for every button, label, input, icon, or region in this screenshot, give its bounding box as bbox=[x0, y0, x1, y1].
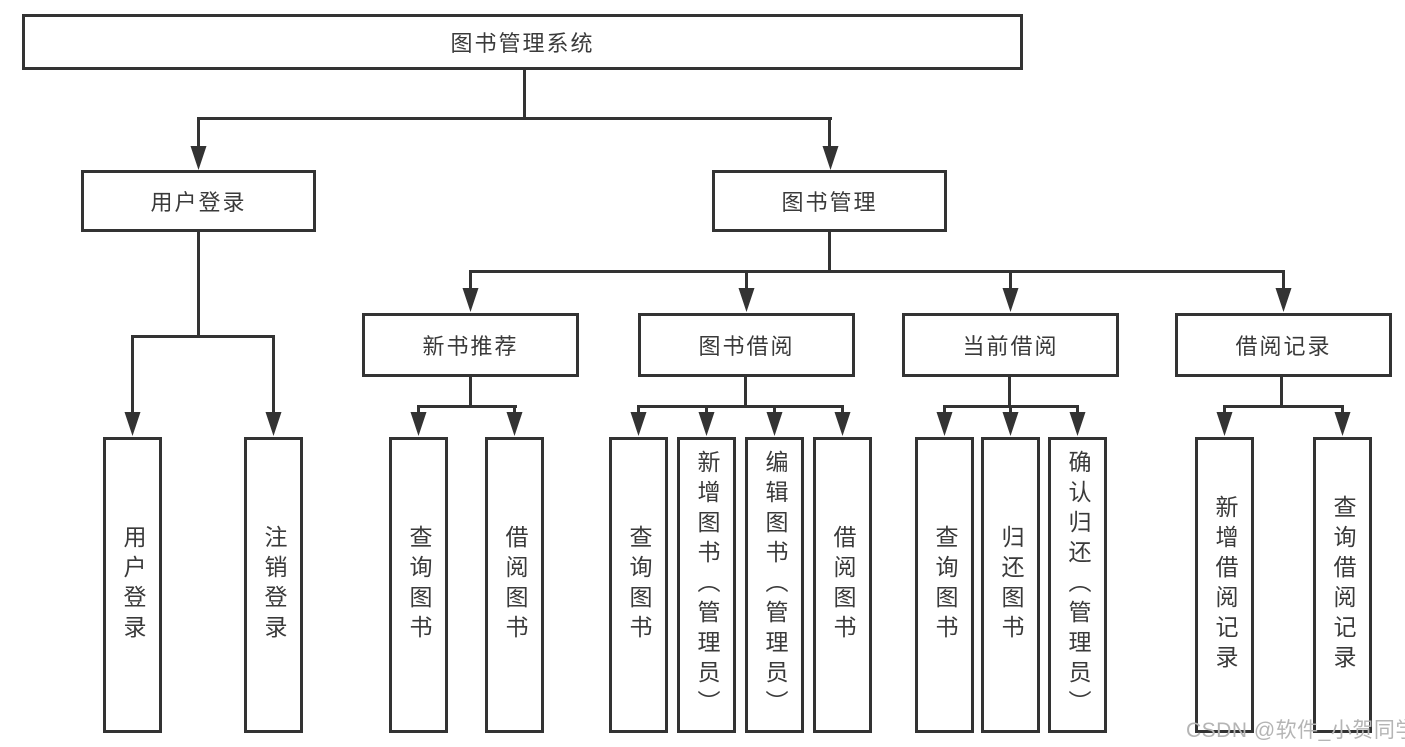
node-library-management-system: 图书管理系统 bbox=[22, 14, 1023, 70]
leaf-query-books-current: 查询图书 bbox=[915, 437, 974, 733]
leaf-edit-books-admin: 编辑图书（管理员） bbox=[745, 437, 804, 733]
leaf-user-login: 用户登录 bbox=[103, 437, 162, 733]
leaf-borrow-books-recommend: 借阅图书 bbox=[485, 437, 544, 733]
node-book-management: 图书管理 bbox=[712, 170, 947, 232]
leaf-query-books-recommend: 查询图书 bbox=[389, 437, 448, 733]
leaf-borrow-books-borrowing: 借阅图书 bbox=[813, 437, 872, 733]
node-current-borrowing: 当前借阅 bbox=[902, 313, 1119, 377]
node-borrowing-records: 借阅记录 bbox=[1175, 313, 1392, 377]
leaf-query-borrow-record: 查询借阅记录 bbox=[1313, 437, 1372, 733]
leaf-add-borrow-record: 新增借阅记录 bbox=[1195, 437, 1254, 733]
leaf-add-books-admin: 新增图书（管理员） bbox=[677, 437, 736, 733]
csdn-watermark: CSDN @软件_小贺同学 bbox=[1186, 719, 1405, 742]
node-user-login: 用户登录 bbox=[81, 170, 316, 232]
node-book-borrowing: 图书借阅 bbox=[638, 313, 855, 377]
leaf-confirm-return-admin: 确认归还（管理员） bbox=[1048, 437, 1107, 733]
node-new-book-recommendation: 新书推荐 bbox=[362, 313, 579, 377]
leaf-return-books: 归还图书 bbox=[981, 437, 1040, 733]
leaf-query-books-borrowing: 查询图书 bbox=[609, 437, 668, 733]
leaf-logout: 注销登录 bbox=[244, 437, 303, 733]
